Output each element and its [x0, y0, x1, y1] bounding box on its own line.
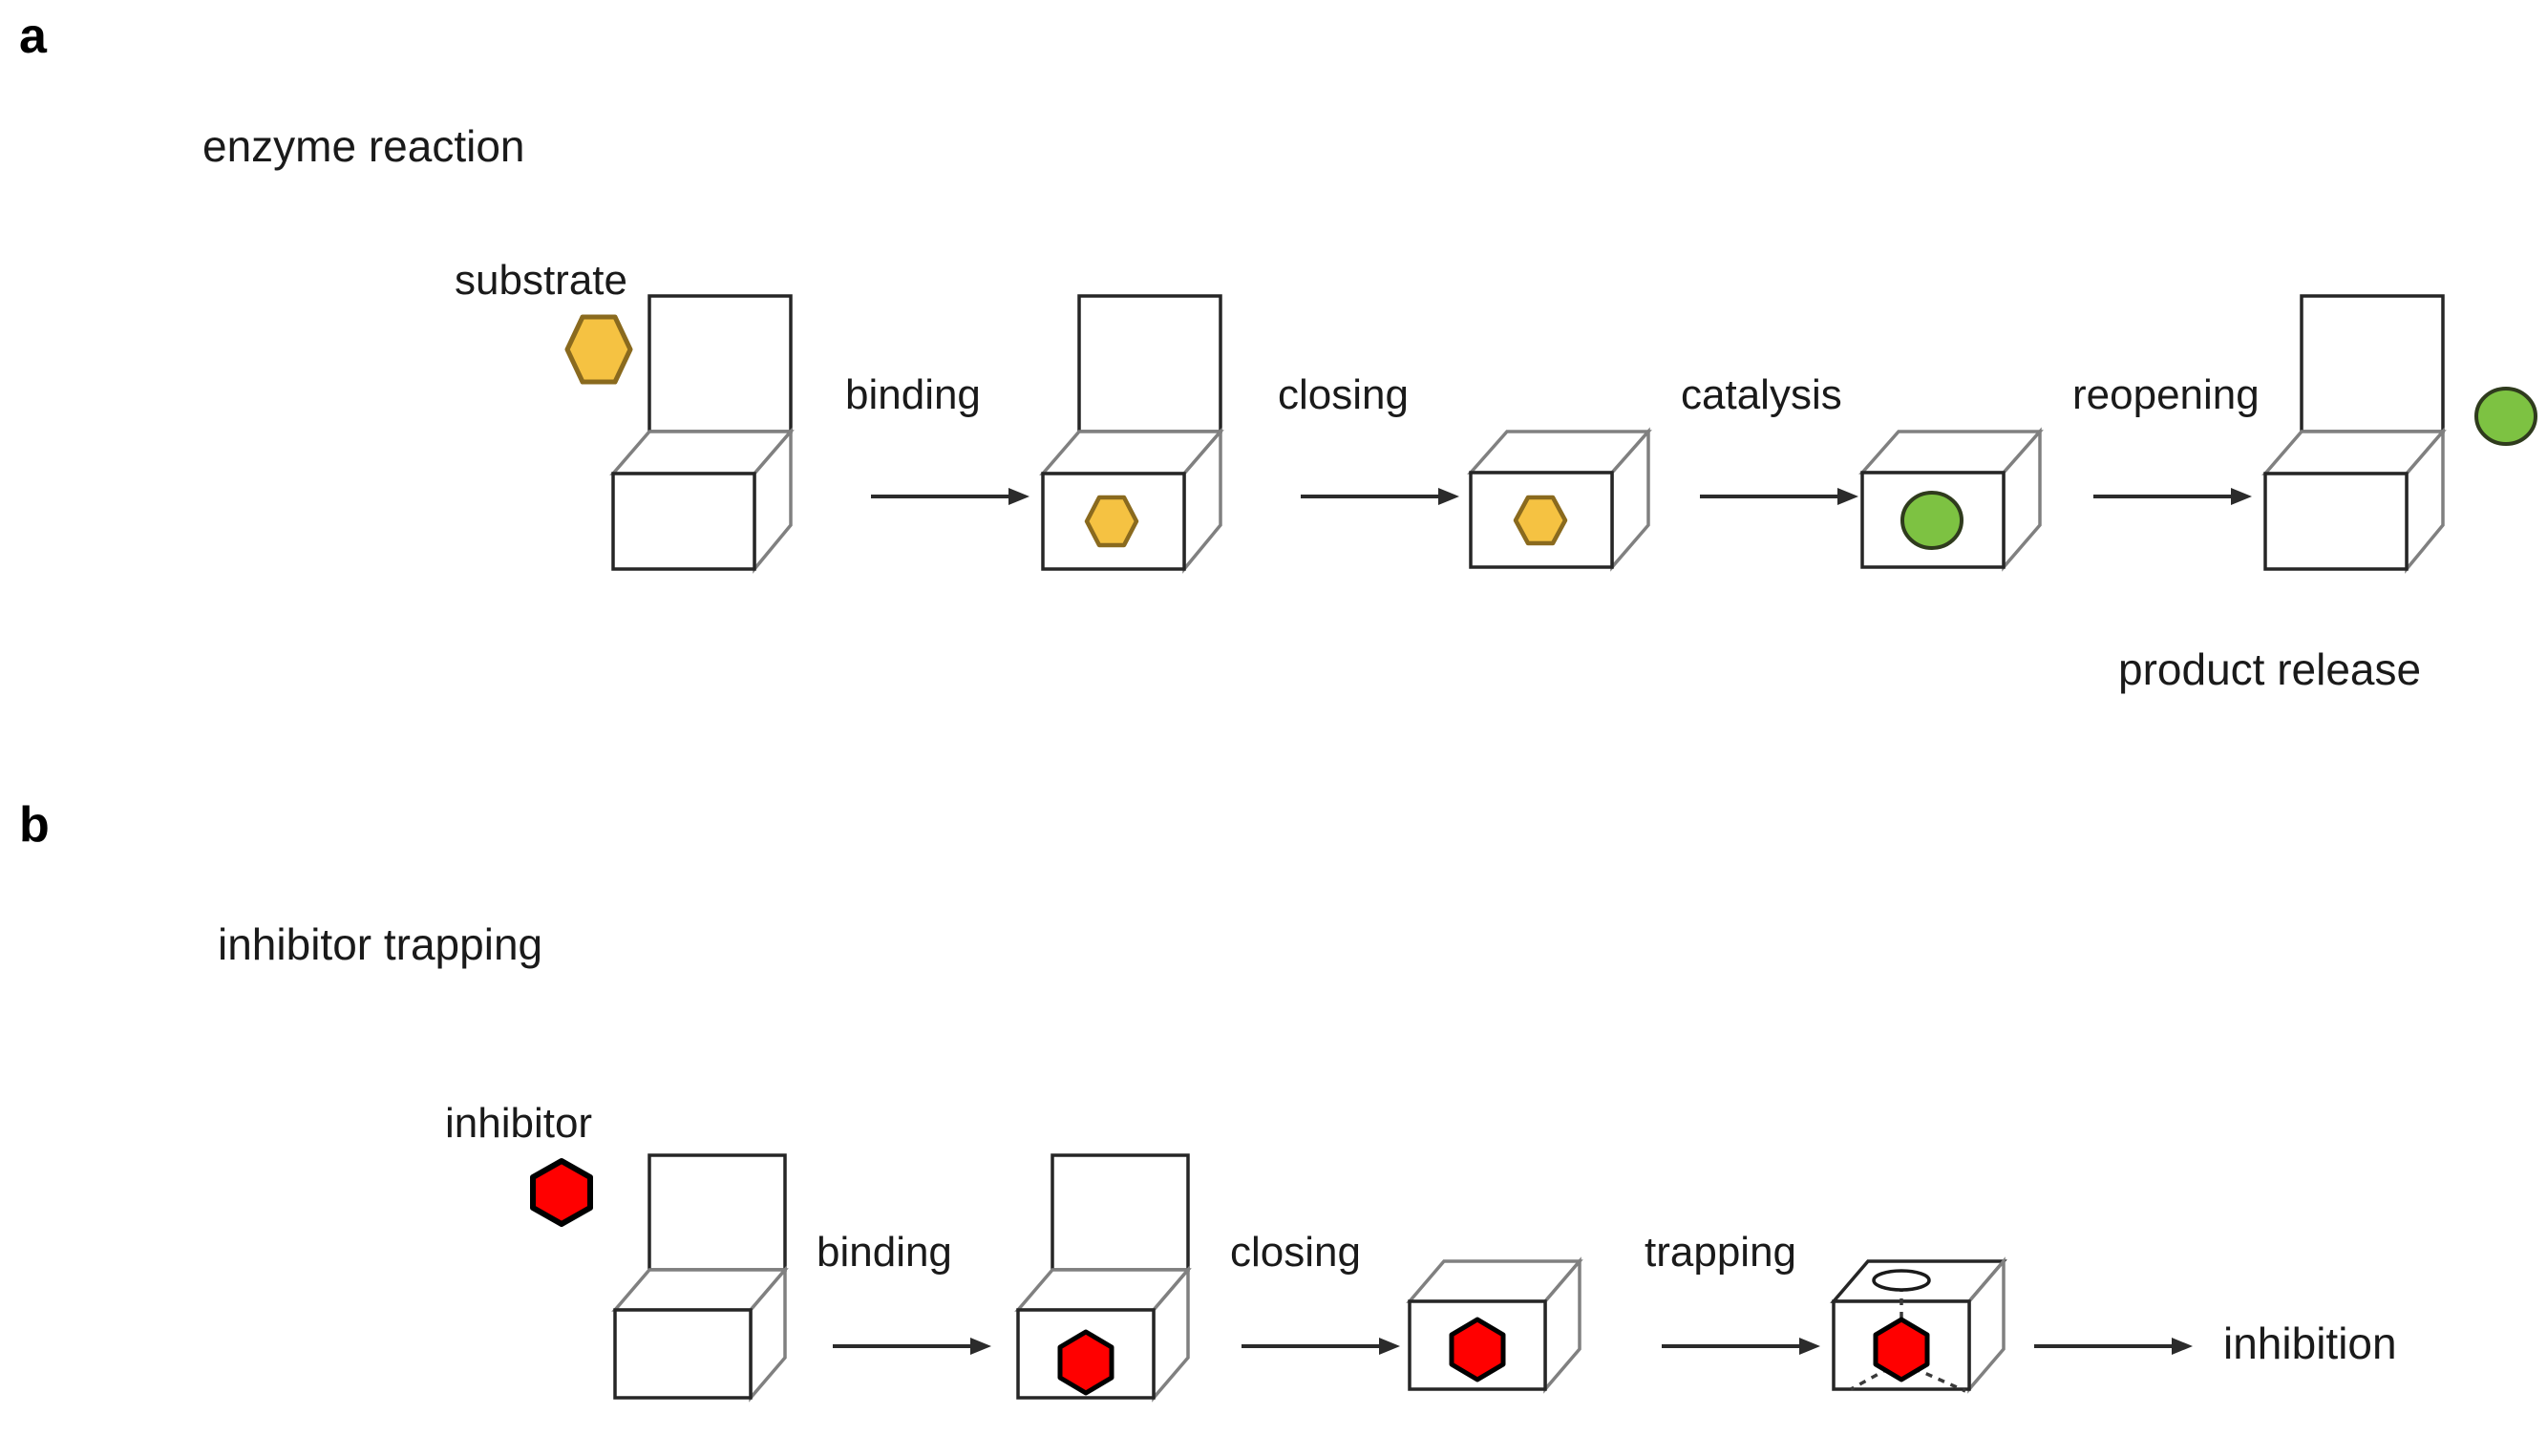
box-closed — [1467, 427, 1652, 572]
step-label-a-reopening: reopening — [2072, 371, 2260, 418]
stage-b-closed-bound-box — [1402, 1246, 1602, 1423]
box-open-lid — [1051, 1153, 1190, 1272]
box-body-open — [1039, 427, 1224, 574]
box-body-open — [609, 427, 795, 574]
step-label-b-closing: closing — [1230, 1229, 1361, 1276]
arrow-b-binding — [831, 1335, 993, 1358]
substrate-particle — [564, 313, 633, 386]
stage-a-closed-product-box — [1853, 420, 2058, 587]
box-closed — [1858, 427, 2044, 572]
stage-b-open-empty-box — [611, 1146, 836, 1432]
stage-a-reopened-box — [2261, 286, 2488, 578]
stage-a-open-empty-box — [609, 286, 831, 574]
circle-icon — [1900, 491, 1963, 550]
arrow-b-inhibition — [2032, 1335, 2195, 1358]
arrow-a-catalysis — [1698, 485, 1860, 508]
arrow-a-binding — [869, 485, 1031, 508]
box-body-open — [611, 1265, 789, 1403]
hexagon-pointy-top-icon — [1057, 1329, 1114, 1396]
product-particle-released — [2472, 382, 2542, 451]
covalent-bond-dashes — [1850, 1285, 1966, 1393]
panel-letter-b: b — [19, 797, 50, 853]
substrate-in-box — [1513, 495, 1568, 546]
arrow-b-trapping — [1660, 1335, 1822, 1358]
arrow-a-closing — [1299, 485, 1461, 508]
arrow-a-reopening — [2091, 485, 2254, 508]
label-inhibition: inhibition — [2223, 1319, 2397, 1368]
substrate-in-box — [1084, 495, 1139, 548]
stage-a-closed-bound-box — [1461, 420, 1666, 587]
hexagon-pointy-top-icon — [530, 1158, 593, 1227]
inhibitor-in-box — [1449, 1317, 1506, 1382]
stage-b-open-bound-box — [1014, 1146, 1248, 1432]
inhibitor-in-box — [1057, 1329, 1114, 1396]
hexagon-flat-top-icon — [564, 314, 633, 385]
panel-title-inhibitor-trapping: inhibitor trapping — [218, 919, 543, 969]
circle-icon — [2474, 387, 2537, 446]
anchor-ellipse-icon — [1872, 1269, 1931, 1292]
step-label-b-binding: binding — [817, 1229, 952, 1276]
box-open-lid — [1077, 294, 1222, 433]
box-open-lid — [2300, 294, 2445, 433]
hexagon-flat-top-icon — [1084, 495, 1139, 548]
label-product-release: product release — [2118, 644, 2422, 694]
product-in-box — [1900, 491, 1963, 550]
stage-b-trapped-covalent-box — [1826, 1246, 2027, 1427]
step-label-a-catalysis: catalysis — [1681, 371, 1842, 418]
step-label-a-binding: binding — [845, 371, 981, 418]
box-body-open — [2261, 427, 2447, 574]
arrow-b-closing — [1240, 1335, 1402, 1358]
panel-letter-a: a — [19, 9, 47, 64]
hexagon-pointy-top-icon — [1873, 1317, 1930, 1382]
hexagon-flat-top-icon — [1513, 495, 1568, 546]
hexagon-pointy-top-icon — [1449, 1317, 1506, 1382]
label-inhibitor: inhibitor — [445, 1100, 593, 1147]
inhibitor-particle — [527, 1157, 596, 1228]
inhibitor-in-box — [1873, 1317, 1930, 1382]
stage-a-open-bound-box — [1039, 286, 1280, 582]
step-label-a-closing: closing — [1278, 371, 1409, 418]
step-label-b-trapping: trapping — [1645, 1229, 1797, 1276]
box-open-lid — [647, 1153, 787, 1272]
label-substrate: substrate — [455, 257, 627, 304]
panel-title-enzyme-reaction: enzyme reaction — [202, 121, 525, 171]
box-open-lid — [647, 294, 793, 433]
